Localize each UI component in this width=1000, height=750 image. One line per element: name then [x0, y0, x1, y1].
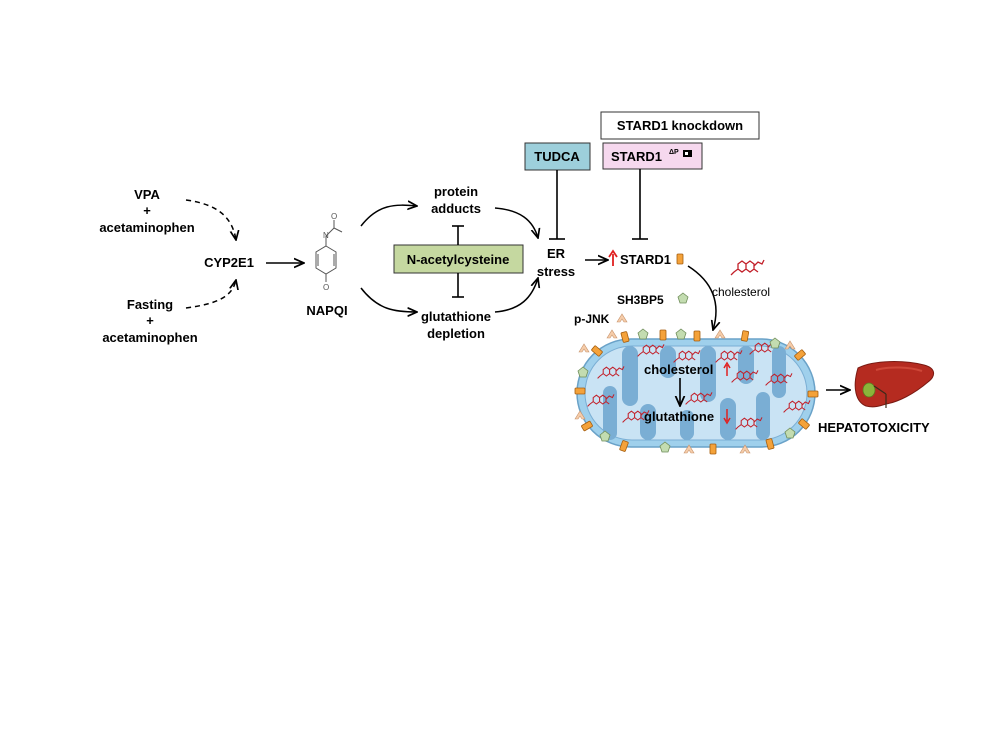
napqi-n-atom: N — [323, 231, 329, 240]
stard1-inhibition — [632, 169, 648, 240]
tudca-label: TUDCA — [534, 149, 580, 164]
svg-text:ER: ER — [547, 246, 566, 261]
pjnk-icon — [616, 313, 628, 323]
nac-inhibits-adducts — [452, 225, 464, 245]
tudca-box — [524, 142, 591, 171]
cyp2e1-label: CYP2E1 — [204, 255, 254, 270]
cholesterol-icon — [730, 259, 765, 276]
svg-text:adducts: adducts — [431, 201, 481, 216]
svg-text:acetaminophen: acetaminophen — [102, 330, 197, 345]
hepatotoxicity-label: HEPATOTOXICITY — [818, 420, 930, 435]
up-arrow-icon — [723, 361, 731, 376]
adducts-to-er-arrow — [494, 207, 538, 238]
pjnk-label: p-JNK — [574, 312, 610, 326]
napqi-o-atom-top: O — [331, 212, 337, 221]
gsh-depletion-label: glutathione depletion — [421, 309, 491, 341]
down-arrow-icon — [723, 409, 731, 425]
nac-inhibits-gsh-depletion — [452, 273, 464, 298]
napqi-structure-icon — [315, 220, 343, 282]
fasting-to-cyp2e1-arrow — [185, 280, 236, 309]
cholesterol-label: cholesterol — [712, 285, 770, 299]
knockdown-icon — [683, 150, 692, 157]
napqi-label: NAPQI — [306, 303, 347, 318]
mito-glutathione-label: glutathione — [644, 409, 714, 424]
mito-cholesterol-label: cholesterol — [644, 362, 713, 377]
protein-adducts-label: protein adducts — [431, 184, 481, 216]
stard1-to-mito-arrow — [687, 265, 716, 330]
stard1-knockdown-label: STARD1 knockdown — [617, 118, 743, 133]
stard1-label: STARD1 — [620, 252, 671, 267]
stard1-icon — [676, 253, 684, 265]
vpa-to-cyp2e1-arrow — [185, 199, 236, 240]
napqi-to-adducts-arrow — [360, 205, 417, 227]
svg-text:VPA: VPA — [134, 187, 160, 202]
sh3bp5-icon — [677, 292, 689, 304]
mitochondrion-icon — [574, 328, 819, 455]
trigger-vpa: VPA + acetaminophen — [99, 187, 194, 235]
svg-text:protein: protein — [434, 184, 478, 199]
svg-text:+: + — [146, 313, 154, 328]
up-arrow-icon — [608, 249, 618, 266]
n-acetylcysteine-label: N-acetylcysteine — [407, 252, 510, 267]
trigger-fasting: Fasting + acetaminophen — [102, 297, 197, 345]
tudca-inhibits-er-stress — [549, 170, 565, 240]
sh3bp5-label: SH3BP5 — [617, 293, 664, 307]
stard1-mutant-label: STARD1 — [611, 149, 662, 164]
svg-text:glutathione: glutathione — [421, 309, 491, 324]
svg-text:stress: stress — [537, 264, 575, 279]
svg-text:Fasting: Fasting — [127, 297, 173, 312]
napqi-to-gsh-arrow — [360, 287, 417, 312]
svg-text:acetaminophen: acetaminophen — [99, 220, 194, 235]
liver-icon — [854, 361, 934, 408]
napqi-o-atom-bottom: O — [323, 283, 329, 292]
stard1-mutant-superscript: ΔP — [669, 149, 679, 156]
er-stress-label: ER stress — [537, 246, 575, 279]
stard1-knockdown-box — [600, 111, 760, 140]
gsh-to-er-arrow — [494, 278, 538, 313]
svg-text:+: + — [143, 203, 151, 218]
svg-text:depletion: depletion — [427, 326, 485, 341]
